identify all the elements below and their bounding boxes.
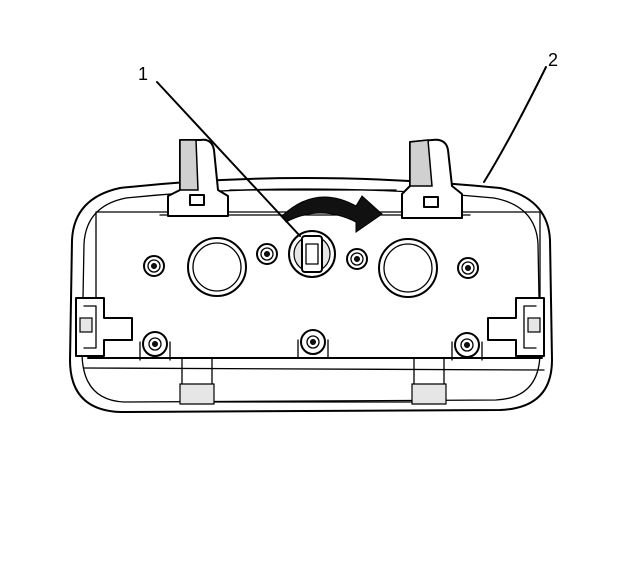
screw-boss-left — [139, 331, 171, 361]
left-side-clip — [75, 297, 133, 357]
front-bezel — [179, 357, 447, 405]
left-lamp-opening — [187, 237, 247, 297]
mounting-boss-right — [457, 257, 479, 279]
screw-boss-right — [451, 332, 483, 361]
rotation-arrow-icon — [281, 195, 383, 233]
mounting-boss-center-left — [256, 243, 278, 265]
left-retaining-tab — [167, 138, 229, 217]
callout-leaders — [156, 66, 547, 237]
right-retaining-tab — [401, 138, 463, 219]
right-side-clip — [487, 297, 545, 357]
callout-1-label: 1 — [138, 64, 148, 84]
callout-2-label: 2 — [548, 50, 558, 70]
screw-boss-center — [297, 329, 329, 359]
right-lamp-opening — [378, 238, 438, 298]
mounting-boss-center-right — [346, 248, 368, 270]
bulb-socket — [288, 230, 336, 278]
mounting-boss-left — [143, 255, 165, 277]
